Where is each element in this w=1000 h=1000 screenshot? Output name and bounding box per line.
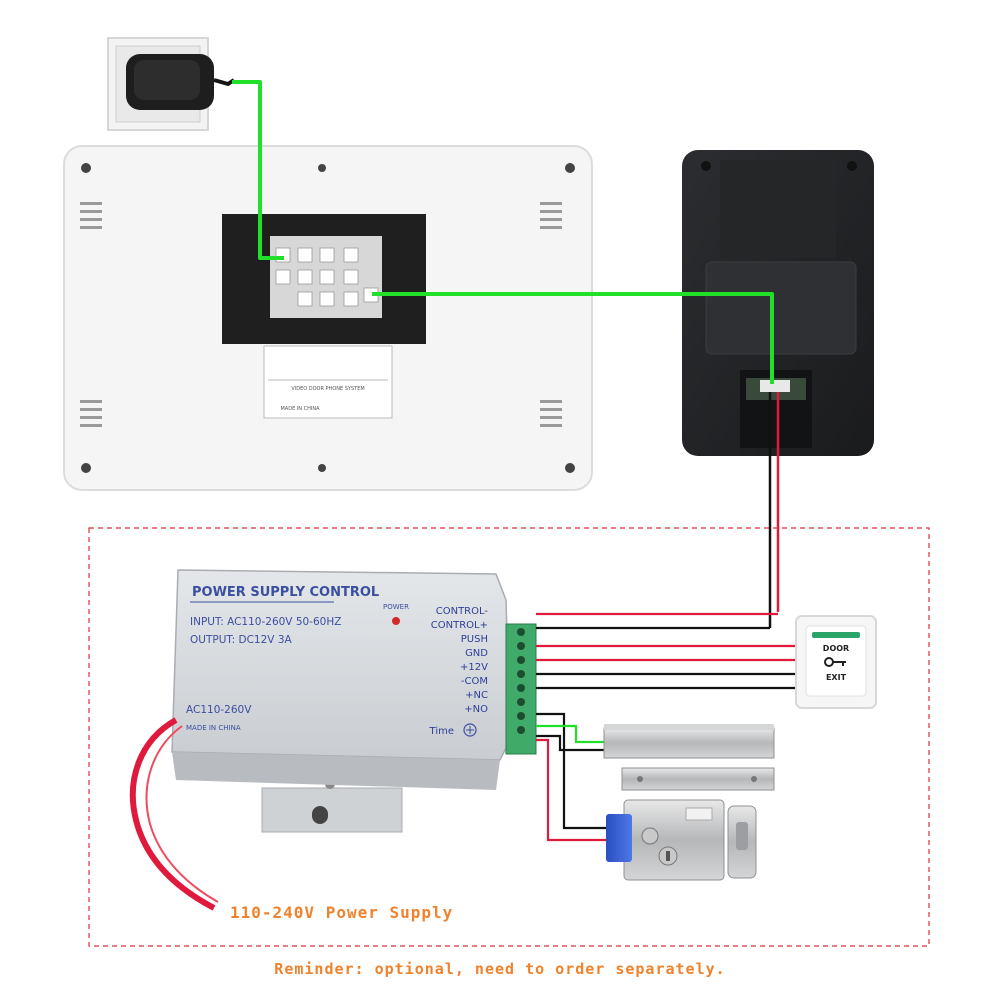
terminal-label-no: +NO	[464, 704, 488, 715]
terminal-label-com: -COM	[461, 676, 488, 687]
control-wires	[536, 612, 800, 690]
terminal-label-12v: +12V	[460, 662, 488, 673]
power-supply-caption: 110-240V Power Supply	[230, 903, 453, 922]
psu-made-in: MADE IN CHINA	[186, 724, 241, 732]
mounting-slot-icon	[312, 806, 328, 824]
screw-hole-icon	[318, 464, 326, 472]
monitor-label-origin: MADE IN CHINA	[280, 406, 320, 412]
terminal-label-control-plus: CONTROL+	[431, 620, 488, 631]
lock-wires	[536, 712, 626, 842]
lock-cylinder-cover	[606, 814, 632, 862]
connector-port-icon	[760, 380, 790, 392]
screw-hole-icon	[847, 161, 857, 171]
time-adjust-knob-icon	[463, 723, 477, 737]
magnetic-lock	[603, 724, 775, 791]
terminal-label-gnd: GND	[465, 648, 488, 659]
exit-button-door-label: DOOR	[823, 644, 849, 653]
green-wire-monitor-to-camera	[372, 292, 774, 384]
screw-hole-icon	[318, 164, 326, 172]
psu-power-label: POWER	[383, 603, 409, 611]
psu-title: POWER SUPPLY CONTROL	[192, 585, 379, 600]
psu-time-label: Time	[429, 726, 454, 737]
psu-ac-label: AC110-260V	[186, 704, 252, 716]
connector-port-icon	[275, 247, 379, 307]
door-exit-button: DOOR EXIT	[795, 615, 877, 709]
outdoor-camera-unit	[682, 150, 874, 456]
ac-power-cable-highlight	[145, 725, 219, 903]
terminal-label-nc: +NC	[465, 690, 488, 701]
indoor-monitor-back: VIDEO DOOR PHONE SYSTEM MADE IN CHINA	[63, 145, 593, 491]
magnetic-lock-armature	[621, 767, 775, 791]
key-icon	[824, 657, 846, 667]
screw-hole-icon	[701, 161, 711, 171]
terminal-label-push: PUSH	[461, 634, 488, 645]
psu-terminal-labels: CONTROL- CONTROL+ PUSH GND +12V -COM +NC…	[431, 606, 489, 715]
electric-rim-lock	[606, 799, 757, 881]
optional-accessories-boundary	[88, 527, 930, 947]
power-led-icon	[392, 617, 400, 625]
green-wire-adapter-to-monitor	[232, 80, 284, 260]
power-supply-control-box: POWER SUPPLY CONTROL INPUT: AC110-260V 5…	[171, 569, 537, 833]
wall-socket-with-adapter	[107, 37, 236, 131]
screw-hole-icon	[81, 163, 91, 173]
vent-grille-icon	[80, 202, 562, 427]
ac-power-cable	[129, 717, 216, 911]
psu-input-spec: INPUT: AC110-260V 50-60HZ	[190, 616, 341, 628]
reminder-note: Reminder: optional, need to order separa…	[274, 960, 725, 978]
psu-output-spec: OUTPUT: DC12V 3A	[190, 634, 292, 646]
screw-hole-icon	[565, 163, 575, 173]
screw-hole-icon	[81, 463, 91, 473]
terminal-label-control-minus: CONTROL-	[436, 606, 489, 617]
monitor-label-system: VIDEO DOOR PHONE SYSTEM	[291, 386, 364, 392]
screw-hole-icon	[565, 463, 575, 473]
exit-button-exit-label: EXIT	[826, 673, 847, 682]
